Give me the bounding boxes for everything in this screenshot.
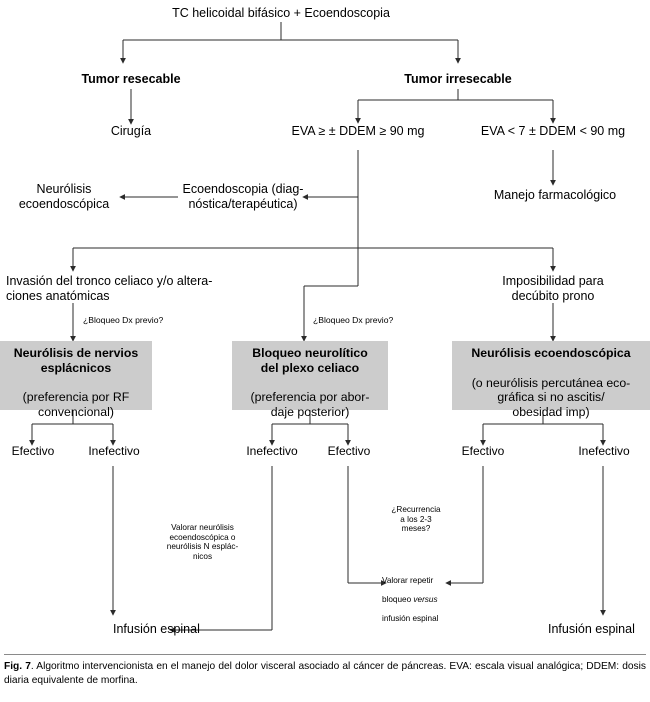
node-invasion-tronco-celiaco: Invasión del tronco celiaco y/o altera- … — [6, 274, 213, 303]
box-bloqueo-plexo-celiaco: Bloqueo neurolítico del plexo celiaco (p… — [232, 341, 388, 419]
figure-caption: Fig. 7. Algoritmo intervencionista en el… — [4, 660, 646, 689]
box-neurolisis-esplacnicos: Neurólisis de nervios esplácnicos (prefe… — [0, 341, 152, 419]
valorar-repetir-versus: versus — [413, 595, 438, 605]
node-tumor-resecable: Tumor resecable — [81, 72, 181, 86]
node-ecoendoscopia: Ecoendoscopia (diag- nóstica/terapéutica… — [182, 182, 304, 211]
node-cirugia: Cirugía — [110, 124, 152, 138]
node-neurolisis-ecoendoscopica-text: Neurólisis ecoendoscópica — [18, 182, 110, 211]
annotation-recurrencia: ¿Recurrencia a los 2-3 meses? — [391, 505, 441, 534]
node-root: TC helicoidal bifásico + Ecoendoscopia — [172, 6, 390, 20]
outcome-box1-efectivo: Efectivo — [11, 444, 55, 458]
node-manejo-farmacologico: Manejo farmacológico — [493, 188, 617, 202]
figure-number: Fig. 7 — [4, 661, 31, 672]
caption-divider — [4, 654, 646, 655]
box3-detail: (o neurólisis percutánea eco- gráfica si… — [471, 375, 631, 420]
label-bloqueo-dx-previo-centro: ¿Bloqueo Dx previo? — [313, 315, 394, 325]
box1-heading: Neurólisis de nervios esplácnicos — [13, 346, 139, 375]
node-eva-alta: EVA ≥ ± DDEM ≥ 90 mg — [291, 124, 425, 138]
box2-detail: (preferencia por abor- daje posterior) — [250, 390, 370, 419]
node-infusion-espinal-derecha: Infusión espinal — [548, 622, 635, 636]
node-eva-baja: EVA < 7 ± DDEM < 90 mg — [480, 124, 626, 138]
node-infusion-espinal-izquierda: Infusión espinal — [113, 622, 200, 636]
annotation-valorar-neurolisis: Valorar neurólisis ecoendoscópica o neur… — [166, 523, 239, 562]
box1-detail: (preferencia por RF convencional) — [22, 390, 130, 419]
figure-caption-text: . Algoritmo intervencionista en el manej… — [4, 661, 646, 687]
box3-heading: Neurólisis ecoendoscópica — [471, 346, 631, 360]
outcome-box1-inefectivo: Inefectivo — [88, 444, 140, 458]
annotation-valorar-repetir: Valorar repetir bloqueo versus infusión … — [382, 566, 450, 624]
flowchart-diagram: TC helicoidal bifásico + Ecoendoscopia T… — [0, 6, 650, 636]
outcome-box2-inefectivo: Inefectivo — [246, 444, 298, 458]
valorar-repetir-line1: Valorar repetir — [382, 575, 434, 585]
node-tumor-irresecable: Tumor irresecable — [404, 72, 512, 86]
outcome-box3-inefectivo: Inefectivo — [578, 444, 630, 458]
valorar-repetir-line3: infusión espinal — [382, 614, 439, 624]
label-bloqueo-dx-previo-izquierda: ¿Bloqueo Dx previo? — [83, 315, 164, 325]
outcome-box2-efectivo: Efectivo — [327, 444, 371, 458]
box2-heading: Bloqueo neurolítico del plexo celiaco — [252, 346, 368, 375]
flowchart-connectors — [29, 22, 606, 633]
valorar-repetir-line2a: bloqueo — [382, 595, 414, 605]
node-imposibilidad-decubito: Imposibilidad para decúbito prono — [502, 274, 604, 303]
box-neurolisis-ecoendoscopica: Neurólisis ecoendoscópica (o neurólisis … — [452, 341, 650, 419]
outcome-box3-efectivo: Efectivo — [461, 444, 505, 458]
